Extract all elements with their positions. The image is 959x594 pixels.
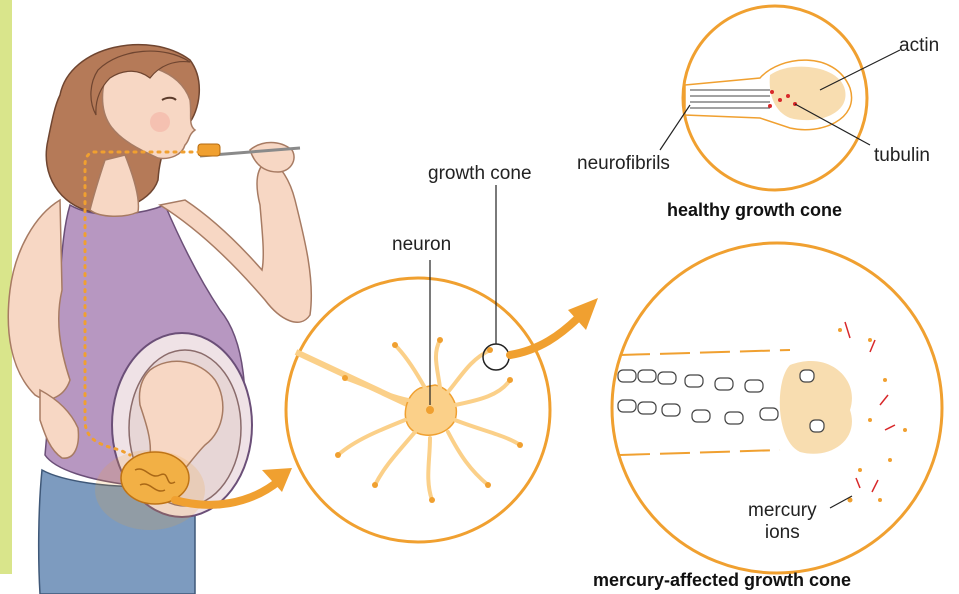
cheek [150,112,170,132]
neurofibrils-leader [660,105,690,150]
neuron-label: neuron [392,235,451,254]
healthy-panel [660,6,900,190]
placenta-glow [95,450,205,530]
food-on-fork [198,144,220,156]
healthy-caption: healthy growth cone [667,201,842,219]
pregnant-woman-figure [8,45,311,594]
actin-label: actin [899,36,939,55]
neurofibrils-label: neurofibrils [577,154,670,173]
left-arm [8,200,70,399]
eating-hand [250,143,294,173]
growth-cone-label: growth cone [428,164,532,183]
mercury-ions-label: mercury ions [748,500,817,544]
mercury-caption: mercury-affected growth cone [593,571,851,589]
tubulin-label: tubulin [874,146,930,165]
mercury-cone-body [780,361,852,454]
